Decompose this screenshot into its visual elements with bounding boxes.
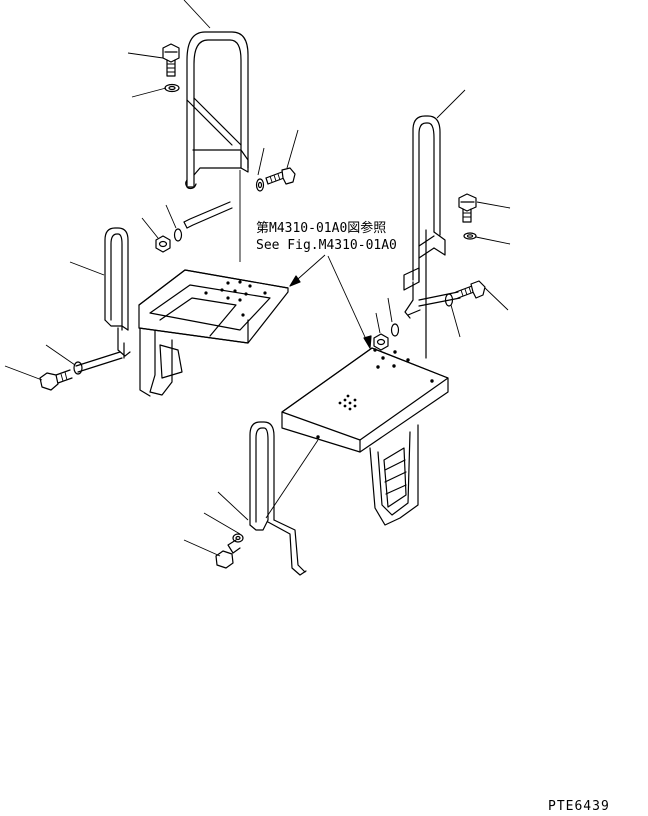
bolt-upper-right (458, 193, 477, 223)
washer-upper-left (164, 83, 180, 93)
nut-left (155, 228, 183, 253)
drawing-code: PTE6439 (548, 799, 610, 814)
bolt-mid-left (255, 167, 296, 192)
right-upper-handrail (403, 115, 461, 359)
left-step-platform (138, 269, 289, 397)
bolt-upper-left (162, 43, 180, 77)
washer-upper-right (463, 232, 477, 240)
left-upper-handrail (183, 31, 249, 229)
bolt-lower-right (215, 533, 244, 569)
right-step-platform (281, 347, 449, 526)
reference-note-japanese: 第M4310-01A0図参照 (256, 220, 386, 236)
reference-note-english: See Fig.M4310-01A0 (256, 238, 397, 253)
bolt-mid-right (444, 280, 486, 307)
right-lower-handrail (249, 421, 307, 576)
bolt-lower-left (39, 361, 83, 391)
leader-lines (4, 0, 511, 557)
nut-right (373, 323, 400, 351)
left-lower-handrail (75, 227, 131, 373)
